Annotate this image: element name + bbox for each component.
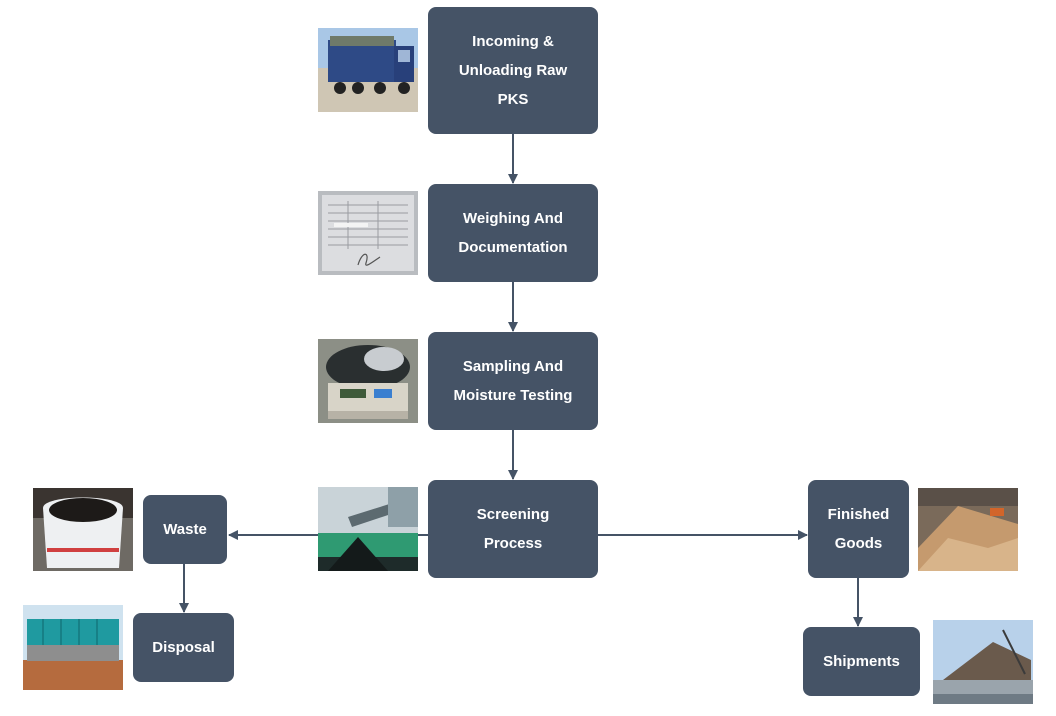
step-disposal-label: Disposal [152,639,215,656]
step-shipments: Shipments [803,627,920,696]
step-weighing-documentation: Weighing And Documentation [428,184,598,282]
step-screening-process-label: Screening Process [476,506,550,552]
step-weighing-documentation-label: Weighing And Documentation [458,210,568,256]
skip-bins-photo [23,605,123,690]
screening-conveyor-photo [318,487,418,571]
scale-photo [318,339,418,423]
document-photo [318,191,418,275]
waste-sack-photo [33,488,133,571]
step-waste-label: Waste [163,521,207,538]
step-finished-goods: Finished Goods [808,480,909,578]
ship-loading-photo [933,620,1033,704]
step-sampling-moisture-label: Sampling And Moisture Testing [453,358,573,404]
step-incoming-unloading-label: Incoming & Unloading Raw PKS [458,33,568,108]
warehouse-pile-photo [918,488,1018,571]
step-waste: Waste [143,495,227,564]
step-finished-goods-label: Finished Goods [827,506,890,552]
step-screening-process: Screening Process [428,480,598,578]
truck-photo [318,28,418,112]
step-shipments-label: Shipments [823,653,900,670]
step-disposal: Disposal [133,613,234,682]
step-incoming-unloading: Incoming & Unloading Raw PKS [428,7,598,134]
step-sampling-moisture: Sampling And Moisture Testing [428,332,598,430]
